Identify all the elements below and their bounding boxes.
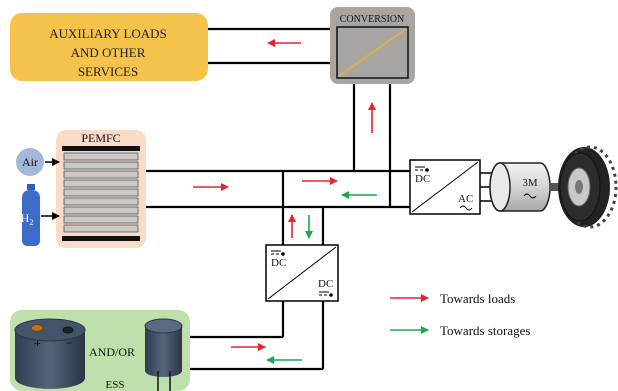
conversion-label: CONVERSION [340, 14, 404, 25]
pemfc-plate [63, 206, 139, 215]
wheel [558, 145, 618, 229]
battery-minus: − [66, 336, 73, 350]
inverter-dc-symbol [415, 166, 425, 171]
battery-top [14, 318, 86, 342]
auxiliary-loads-line3: SERVICES [78, 64, 138, 79]
motor-label: 3M [522, 177, 538, 189]
pemfc-plate [63, 152, 139, 161]
air-label: Air [22, 155, 38, 169]
inverter-dc-label: DC [415, 173, 430, 185]
pemfc-plate [63, 170, 139, 179]
motor-ac-symbol [523, 193, 537, 199]
conversion-converter-box [336, 26, 409, 79]
battery-body [15, 330, 85, 389]
dcdc-top-dc-symbol [271, 250, 281, 255]
battery-negative-terminal [62, 326, 74, 334]
pemfc-plate [63, 197, 139, 206]
pemfc-plate [63, 215, 139, 224]
pemfc-plate [63, 224, 139, 233]
pemfc-end-plate-bottom [62, 236, 140, 241]
legend-storages-label: Towards storages [440, 323, 530, 338]
inverter-dc-dot [425, 168, 429, 172]
h2-cylinder-valve [27, 184, 35, 190]
tire-tread [562, 145, 618, 229]
auxiliary-loads-line1: AUXILIARY LOADS [49, 26, 167, 41]
pemfc-plate [63, 161, 139, 170]
ess-label: ESS [106, 379, 125, 391]
reactant-inputs: Air H2 [16, 148, 60, 246]
dcdc-bottom-dot [329, 293, 333, 297]
inverter: DC AC [409, 159, 481, 215]
legend: Towards loads Towards storages [390, 291, 530, 338]
dcdc-converter: DC DC [265, 244, 339, 302]
motor-front-face [489, 162, 511, 212]
auxiliary-loads-box: AUXILIARY LOADS AND OTHER SERVICES [10, 13, 208, 81]
pemfc-plates [63, 152, 139, 233]
auxiliary-loads-line2: AND OTHER [71, 45, 146, 60]
pemfc-plate [63, 188, 139, 197]
inverter-ac-symbol [459, 205, 473, 211]
hub [575, 180, 583, 194]
dcdc-top-dot [281, 252, 285, 256]
supercap-body [145, 326, 182, 377]
dcdc-diagonal [267, 246, 337, 300]
ess-box: + − AND/OR ESS [10, 310, 190, 391]
inverter-diagonal [411, 161, 479, 213]
ess-andor-label: AND/OR [89, 345, 135, 359]
dcdc-top-label: DC [271, 257, 286, 269]
pemfc-label: PEMFC [81, 131, 120, 145]
flow-arrows [193, 39, 377, 364]
h2-label: H2 [21, 211, 34, 227]
dcdc-bottom-label: DC [318, 278, 333, 290]
dcdc-bottom-dc-symbol [319, 291, 329, 296]
auxiliary-loads-background [10, 13, 208, 81]
pemfc-end-plate-top [62, 146, 140, 151]
inverter-ac-label: AC [458, 193, 473, 205]
electric-motor: 3M [489, 162, 571, 212]
legend-loads-label: Towards loads [440, 291, 515, 306]
supercap-top [144, 318, 183, 334]
pemfc-plate [63, 179, 139, 188]
conversion-box: CONVERSION [330, 7, 415, 84]
h2-cylinder [22, 190, 40, 246]
battery-plus: + [34, 336, 41, 350]
conversion-diagonal [338, 28, 407, 77]
air-bubble [16, 148, 44, 176]
battery-positive-terminal [30, 324, 44, 332]
bus-lines [146, 27, 410, 371]
pemfc-stack: PEMFC [56, 130, 146, 248]
